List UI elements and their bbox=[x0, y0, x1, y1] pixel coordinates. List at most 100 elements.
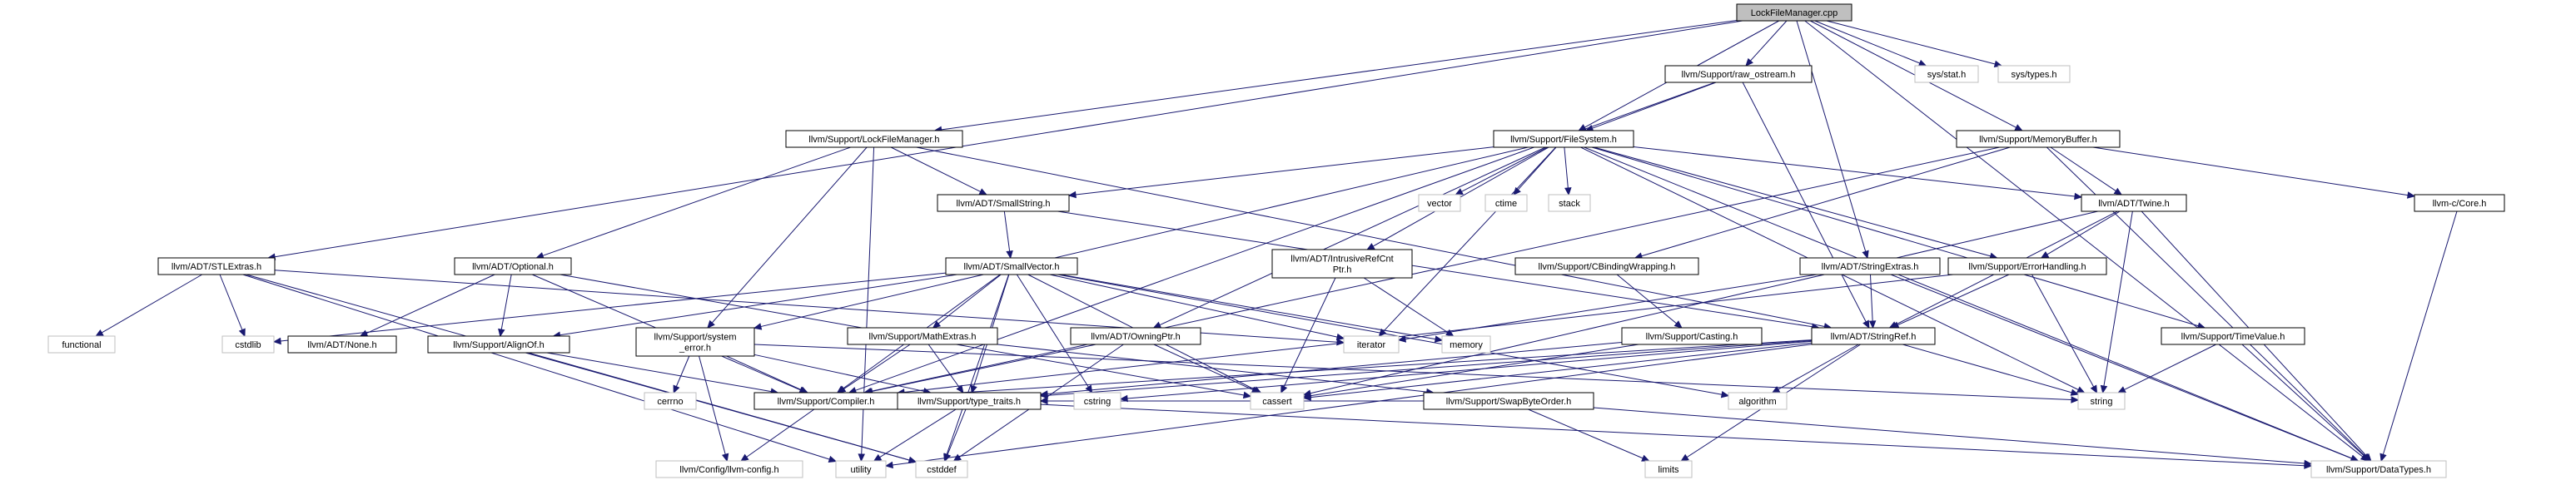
node-label: vector bbox=[1427, 199, 1452, 209]
node-sys_stat: sys/stat.h bbox=[1914, 65, 1979, 83]
node-lfm_h[interactable]: llvm/Support/LockFileManager.h bbox=[785, 130, 963, 148]
edge-timevalue-to-datatypes bbox=[2241, 344, 2370, 462]
node-box bbox=[897, 392, 1042, 410]
node-box bbox=[1664, 65, 1813, 83]
node-box bbox=[1811, 327, 1936, 345]
edge-smallvector-to-memory bbox=[1060, 274, 1444, 343]
edge-stlextras-to-functional bbox=[95, 274, 203, 337]
edge-stlextras-to-utility bbox=[242, 274, 838, 463]
node-box bbox=[1644, 460, 1693, 478]
node-raw_ostream[interactable]: llvm/Support/raw_ostream.h bbox=[1664, 65, 1813, 83]
edge-stlextras-to-cstddef bbox=[246, 274, 918, 464]
edge-system_error-to-llvm_config bbox=[699, 355, 729, 463]
node-smallvector[interactable]: llvm/ADT/SmallVector.h bbox=[945, 257, 1078, 275]
node-root[interactable]: LockFileManager.cpp bbox=[1736, 3, 1852, 22]
edge-errorhandling-to-stringref bbox=[1890, 274, 2010, 329]
node-twine[interactable]: llvm/ADT/Twine.h bbox=[2081, 194, 2187, 212]
node-label: llvm/ADT/StringRef.h bbox=[1831, 332, 1917, 342]
edge-smallvector-to-cstddef bbox=[943, 274, 1010, 463]
node-type_traits[interactable]: llvm/Support/type_traits.h bbox=[897, 392, 1042, 410]
node-label: llvm/ADT/SmallVector.h bbox=[964, 262, 1060, 272]
node-box bbox=[835, 460, 887, 478]
node-none[interactable]: llvm/ADT/None.h bbox=[287, 335, 397, 354]
edge-lfm_h-to-utility bbox=[858, 146, 875, 463]
node-memory: memory bbox=[1441, 335, 1491, 354]
edge-root-to-raw_ostream bbox=[1745, 20, 1788, 67]
edge-intrusive-to-memory bbox=[1363, 277, 1455, 337]
node-compiler[interactable]: llvm/Support/Compiler.h bbox=[753, 392, 898, 410]
edge-smallvector-to-cstring bbox=[1016, 274, 1093, 394]
node-box bbox=[2081, 194, 2187, 212]
edge-filesystem-to-twine bbox=[1633, 146, 2083, 200]
edge-stringref-to-utility bbox=[884, 344, 1813, 469]
edge-twine-to-string bbox=[2100, 210, 2133, 394]
edge-raw_ostream-to-compiler bbox=[848, 82, 1716, 394]
edge-filesystem-to-timevalue bbox=[1591, 146, 2206, 329]
node-label: limits bbox=[1658, 465, 1679, 475]
node-limits: limits bbox=[1644, 460, 1693, 478]
node-owningptr[interactable]: llvm/ADT/OwningPtr.h bbox=[1070, 327, 1201, 345]
node-label: llvm/Support/FileSystem.h bbox=[1510, 135, 1617, 145]
node-box bbox=[644, 392, 697, 410]
edge-lfm_h-to-system_error bbox=[707, 146, 868, 329]
node-c_core[interactable]: llvm-c/Core.h bbox=[2414, 194, 2505, 212]
node-box bbox=[1947, 257, 2107, 275]
node-swapbyteorder[interactable]: llvm/Support/SwapByteOrder.h bbox=[1423, 392, 1594, 410]
node-cerrno: cerrno bbox=[644, 392, 697, 410]
node-label: llvm/Support/system bbox=[654, 333, 736, 343]
node-stringextras[interactable]: llvm/ADT/StringExtras.h bbox=[1799, 257, 1941, 275]
node-optional[interactable]: llvm/ADT/Optional.h bbox=[454, 257, 572, 275]
node-smallstring[interactable]: llvm/ADT/SmallString.h bbox=[937, 194, 1070, 212]
edge-intrusive-to-cassert bbox=[1281, 277, 1336, 394]
node-casting[interactable]: llvm/Support/Casting.h bbox=[1621, 327, 1763, 345]
node-sys_types: sys/types.h bbox=[1997, 65, 2071, 83]
node-box bbox=[1343, 335, 1400, 354]
edge-smallvector-to-algorithm bbox=[1057, 274, 1730, 398]
edge-cbinding-to-casting bbox=[1616, 274, 1683, 329]
edge-root-to-sys_stat bbox=[1814, 20, 1927, 67]
node-string: string bbox=[2077, 392, 2126, 410]
node-stlextras[interactable]: llvm/ADT/STLExtras.h bbox=[157, 257, 276, 275]
node-label: llvm/Config/llvm-config.h bbox=[679, 465, 778, 475]
node-box bbox=[427, 335, 570, 354]
node-cbinding[interactable]: llvm/Support/CBindingWrapping.h bbox=[1514, 257, 1699, 275]
edge-swapbyteorder-to-datatypes bbox=[1593, 407, 2313, 468]
node-alignof[interactable]: llvm/Support/AlignOf.h bbox=[427, 335, 570, 354]
edge-stlextras-to-cstdlib bbox=[219, 274, 246, 338]
node-label: llvm/ADT/IntrusiveRefCnt bbox=[1290, 255, 1393, 265]
node-box bbox=[1997, 65, 2071, 83]
node-box bbox=[847, 327, 998, 345]
node-label: algorithm bbox=[1738, 397, 1776, 407]
node-llvm_config: llvm/Config/llvm-config.h bbox=[655, 460, 803, 478]
node-label: llvm/Support/SwapByteOrder.h bbox=[1446, 397, 1571, 407]
node-label: cstring bbox=[1084, 397, 1111, 407]
edge-root-to-stringextras bbox=[1796, 20, 1869, 260]
node-box bbox=[1914, 65, 1979, 83]
node-membuf[interactable]: llvm/Support/MemoryBuffer.h bbox=[1956, 130, 2121, 148]
node-box bbox=[945, 257, 1078, 275]
edge-c_core-to-datatypes bbox=[2380, 210, 2458, 463]
node-system_error[interactable]: llvm/Support/system_error.h bbox=[635, 327, 755, 357]
node-label: llvm/Support/MathExtras.h bbox=[869, 332, 977, 342]
edge-stringref-to-type_traits bbox=[1039, 339, 1813, 399]
node-label: llvm/ADT/STLExtras.h bbox=[172, 262, 261, 272]
node-errorhandling[interactable]: llvm/Support/ErrorHandling.h bbox=[1947, 257, 2107, 275]
node-box bbox=[915, 460, 968, 478]
node-cstddef: cstddef bbox=[915, 460, 968, 478]
edge-filesystem-to-ctime bbox=[1513, 146, 1557, 196]
edge-root-to-lfm_h bbox=[933, 19, 1738, 134]
node-box bbox=[287, 335, 397, 354]
node-ctime: ctime bbox=[1484, 194, 1528, 212]
edge-filesystem-to-errorhandling bbox=[1594, 146, 1998, 260]
node-box bbox=[937, 194, 1070, 212]
node-filesystem[interactable]: llvm/Support/FileSystem.h bbox=[1493, 130, 1634, 148]
edge-membuf-to-cbinding bbox=[1634, 146, 2011, 260]
node-label: llvm/Support/MemoryBuffer.h bbox=[1979, 135, 2097, 145]
node-label: llvm/Support/LockFileManager.h bbox=[808, 135, 939, 145]
node-stringref[interactable]: llvm/ADT/StringRef.h bbox=[1811, 327, 1936, 345]
node-timevalue[interactable]: llvm/Support/TimeValue.h bbox=[2161, 327, 2305, 345]
node-mathextras[interactable]: llvm/Support/MathExtras.h bbox=[847, 327, 998, 345]
node-functional: functional bbox=[47, 335, 116, 354]
edge-swapbyteorder-to-limits bbox=[1528, 408, 1650, 462]
